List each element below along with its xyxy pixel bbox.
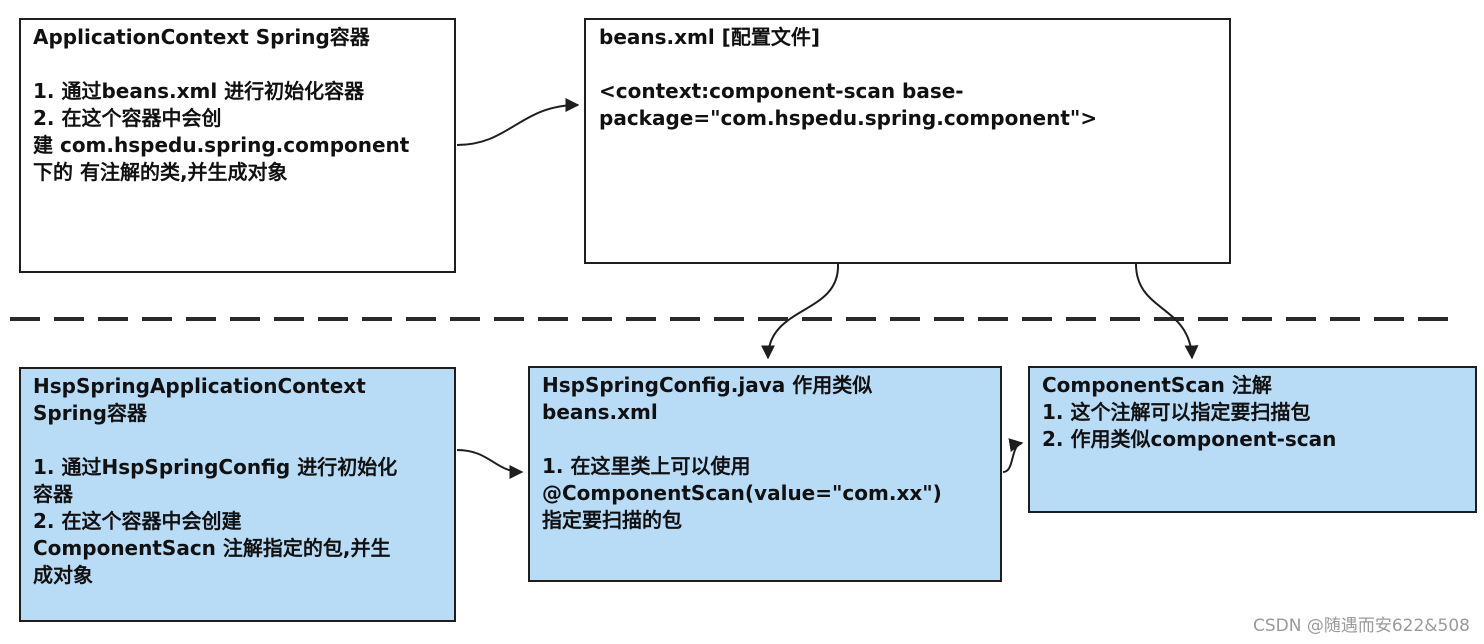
application-context-box: ApplicationContext Spring容器 1. 通过beans.x… [19, 18, 456, 273]
box-line: beans.xml [配置文件] [599, 25, 820, 49]
box-line: beans.xml [542, 400, 658, 424]
box-line: ApplicationContext Spring容器 [33, 25, 370, 49]
box-line: 1. 在这里类上可以使用 [542, 454, 751, 478]
box-line: <context:component-scan base- [599, 79, 964, 103]
box-line: HspSpringApplicationContext [33, 374, 366, 398]
box-line: Spring容器 [33, 401, 147, 425]
box-line [33, 51, 454, 78]
box-line: ComponentSacn 注解指定的包,并生 [33, 536, 391, 560]
arrow-appctx-to-beans [456, 98, 580, 146]
beans-xml-box: beans.xml [配置文件] <context:component-scan… [584, 18, 1231, 264]
box-line [542, 426, 1000, 453]
box-line: 2. 在这个容器中会创 [33, 106, 222, 130]
box-line: ComponentScan 注解 [1042, 373, 1272, 397]
box-line: 成对象 [33, 563, 93, 587]
box-line: 下的 有注解的类,并生成对象 [33, 160, 288, 184]
arrow-config-to-scan [1002, 438, 1024, 473]
watermark-text: CSDN @随遇而安622&508 [1252, 616, 1470, 636]
box-line: package="com.hspedu.spring.component"> [599, 106, 1098, 130]
arrow-beans-to-config [761, 263, 840, 360]
box-line: 指定要扫描的包 [542, 508, 682, 532]
box-line: HspSpringConfig.java 作用类似 [542, 373, 873, 397]
box-line: 容器 [33, 482, 73, 506]
hsp-spring-config-box: HspSpringConfig.java 作用类似 beans.xml 1. 在… [528, 366, 1002, 582]
box-line: @ComponentScan(value="com.xx") [542, 481, 942, 505]
hsp-application-context-box: HspSpringApplicationContext Spring容器 1. … [19, 367, 456, 622]
arrow-beans-to-scan [1135, 263, 1199, 360]
box-line: 1. 通过beans.xml 进行初始化容器 [33, 79, 365, 103]
arrow-hspctx-to-config [456, 449, 524, 479]
box-line [599, 51, 1229, 78]
box-line: 1. 这个注解可以指定要扫描包 [1042, 400, 1311, 424]
box-line: 建 com.hspedu.spring.component [33, 133, 410, 157]
component-scan-box: ComponentScan 注解 1. 这个注解可以指定要扫描包 2. 作用类似… [1028, 366, 1477, 513]
box-line: 2. 在这个容器中会创建 [33, 509, 242, 533]
box-line [33, 427, 454, 454]
box-line: 2. 作用类似component-scan [1042, 427, 1337, 451]
box-line: 1. 通过HspSpringConfig 进行初始化 [33, 455, 398, 479]
